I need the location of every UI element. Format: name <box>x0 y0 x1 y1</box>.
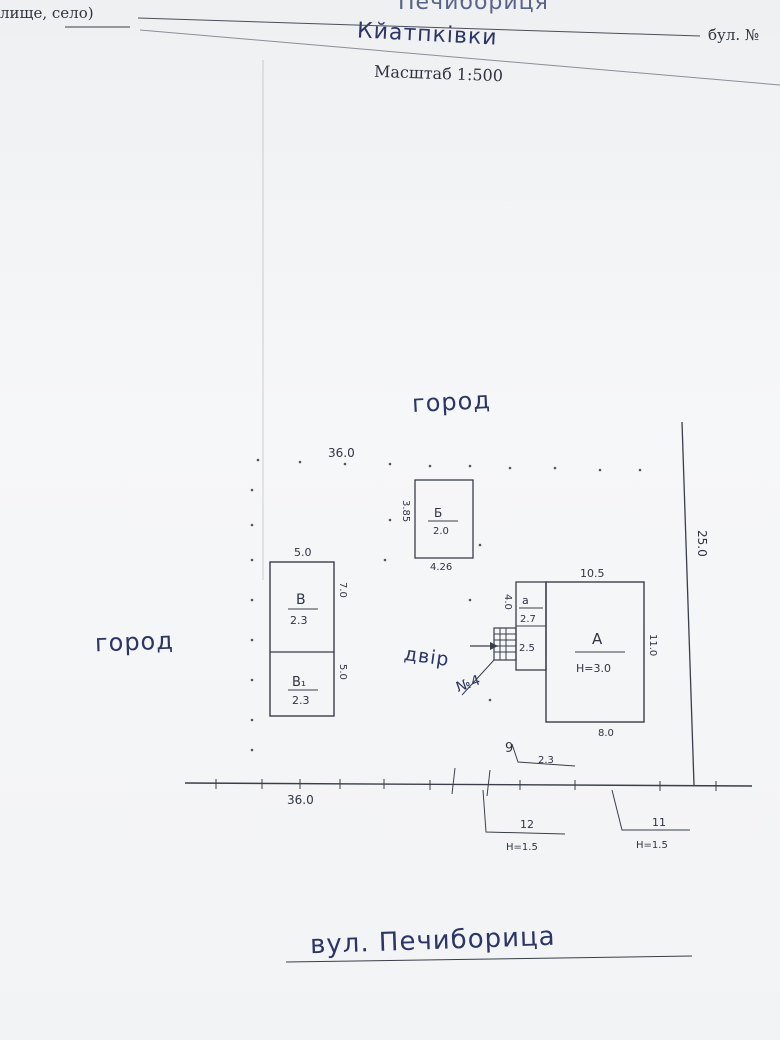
garden-top-label: город <box>411 385 492 419</box>
annex-a-side-dim: 4.0 <box>502 594 513 610</box>
building-v-height: 2.3 <box>290 614 308 627</box>
garden-left-label: город <box>94 626 175 658</box>
fence-12-label: 12 <box>520 818 534 831</box>
plot-width-top: 36.0 <box>328 446 355 460</box>
village-name-top: Печибориця <box>398 0 549 15</box>
building-v-v1 <box>269 561 335 717</box>
house-a-height: Н=3.0 <box>576 662 611 675</box>
house-a-top-dim: 10.5 <box>580 567 605 580</box>
building-number-label: бул. № <box>708 26 760 44</box>
building-b-small-height: 2.0 <box>433 526 449 537</box>
building-v1-letter: В₁ <box>292 675 306 690</box>
building-v-side-dim: 7.0 <box>337 582 348 598</box>
gate-label: 9 <box>505 741 513 756</box>
house-a-bottom-dim: 8.0 <box>598 728 614 739</box>
fence-12-leader <box>482 789 566 835</box>
fence-11-label: 11 <box>652 816 666 829</box>
building-v-letter: В <box>296 592 306 608</box>
gate-dim: 2.3 <box>538 755 554 766</box>
building-b-small <box>414 479 474 559</box>
building-v1-height: 2.3 <box>292 694 310 707</box>
plot-boundary-dots <box>250 458 642 752</box>
annex-a-height: 2.7 <box>520 614 536 625</box>
house-a-side-dim: 11.0 <box>647 634 658 656</box>
paper-fold-line <box>262 60 264 580</box>
porch-height: 2.5 <box>519 643 535 654</box>
building-b-small-width: 4.26 <box>430 562 452 573</box>
building-v-top-dim: 5.0 <box>294 546 312 559</box>
porch-steps <box>493 627 517 661</box>
street-line <box>184 782 753 787</box>
street-type-label: лище, село) <box>0 4 94 22</box>
plot-width-bottom: 36.0 <box>287 793 314 807</box>
fence-12-height: Н=1.5 <box>506 842 538 853</box>
side-dimension: 25.0 <box>695 530 709 557</box>
annex-a-letter: а <box>522 594 529 607</box>
right-boundary-line <box>681 421 695 786</box>
house-a-letter: А <box>592 630 603 648</box>
fence-11-leader <box>611 789 690 831</box>
building-b-small-depth: 3.85 <box>400 500 411 522</box>
building-v1-side-dim: 5.0 <box>337 664 348 680</box>
street-name-underline <box>285 955 693 963</box>
building-b-small-letter: Б <box>434 506 442 520</box>
fence-11-height: Н=1.5 <box>636 840 668 851</box>
